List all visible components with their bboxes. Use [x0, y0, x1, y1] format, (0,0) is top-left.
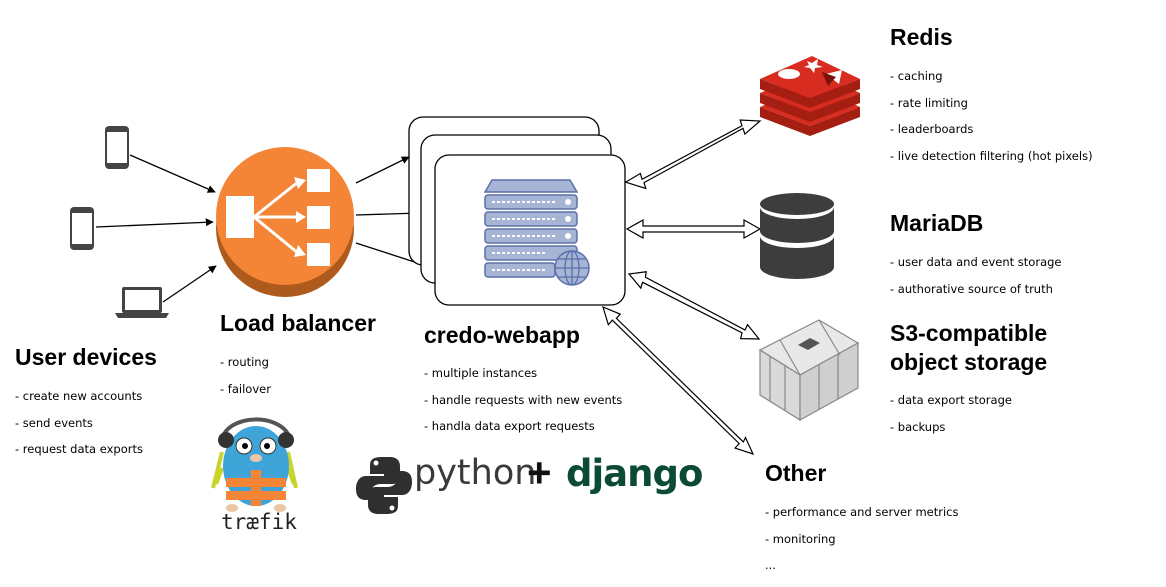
list-item: - user data and event storage — [890, 255, 1062, 269]
s3-title-line1: S3-compatible — [890, 320, 1048, 346]
list-item: - handla data export requests — [424, 419, 595, 433]
list-item: - multiple instances — [424, 366, 538, 380]
double-arrow-webapp-mariadb — [625, 218, 762, 240]
double-arrow-webapp-redis — [624, 119, 762, 190]
user-devices-title: User devices — [15, 344, 157, 370]
arrow-phone1-to-balancer — [129, 154, 216, 193]
list-item: - failover — [220, 381, 271, 396]
list-item: - backups — [890, 419, 946, 434]
webapp-list: - multiple instances - handle requests w… — [424, 360, 622, 440]
list-item: - data export storage — [890, 393, 1012, 407]
list-item: - handle requests with new events — [424, 392, 623, 407]
smartphone-icon — [70, 207, 94, 250]
redis-title: Redis — [890, 24, 953, 50]
smartphone-icon — [105, 126, 129, 169]
mariadb-title: MariaDB — [890, 210, 984, 236]
laptop-icon — [115, 287, 169, 318]
load-balancer-list: - routing - failover — [220, 349, 271, 402]
database-icon — [760, 193, 834, 279]
redis-icon — [760, 56, 860, 136]
double-arrow-webapp-other — [602, 305, 755, 456]
list-item: - routing — [220, 355, 269, 369]
list-item: - request data exports — [15, 442, 143, 456]
list-item: - leaderboards — [890, 122, 974, 136]
list-item: - caching — [890, 69, 943, 83]
load-balancer-title: Load balancer — [220, 310, 376, 336]
redis-list: - caching - rate limiting - leaderboards… — [890, 63, 1093, 169]
webapp-title: credo-webapp — [424, 322, 580, 348]
arrow-balancer-to-instance1 — [355, 156, 410, 184]
traefik-gopher-logo — [211, 417, 298, 512]
user-devices-list: - create new accounts - send events - re… — [15, 383, 143, 463]
arrow-laptop-to-balancer — [162, 265, 217, 303]
s3-title-line2: object storage — [890, 349, 1048, 375]
python-logo — [356, 457, 412, 514]
server-globe-icon — [483, 179, 590, 286]
list-item: - monitoring — [765, 531, 836, 546]
storage-cube-icon — [758, 319, 860, 422]
list-item: - create new accounts — [15, 389, 143, 403]
list-item: - performance and server metrics — [765, 505, 959, 519]
list-item: ... — [765, 558, 776, 572]
traefik-logo-text: træfik — [221, 510, 297, 534]
python-logo-text: python — [414, 453, 537, 493]
arrow-phone2-to-balancer — [95, 218, 214, 228]
other-list: - performance and server metrics - monit… — [765, 499, 958, 579]
other-title: Other — [765, 460, 827, 486]
list-item: - live detection filtering (hot pixels) — [890, 148, 1093, 163]
list-item: - rate limiting — [890, 95, 968, 110]
list-item: - authorative source of truth — [890, 281, 1053, 296]
s3-list: - data export storage - backups — [890, 387, 1012, 440]
django-logo-text: django — [566, 452, 703, 495]
list-item: - send events — [15, 415, 93, 430]
load-balancer-icon — [216, 147, 354, 297]
plus-sign: + — [527, 449, 552, 496]
double-arrow-webapp-storage — [627, 271, 761, 340]
mariadb-list: - user data and event storage - authorat… — [890, 249, 1062, 302]
